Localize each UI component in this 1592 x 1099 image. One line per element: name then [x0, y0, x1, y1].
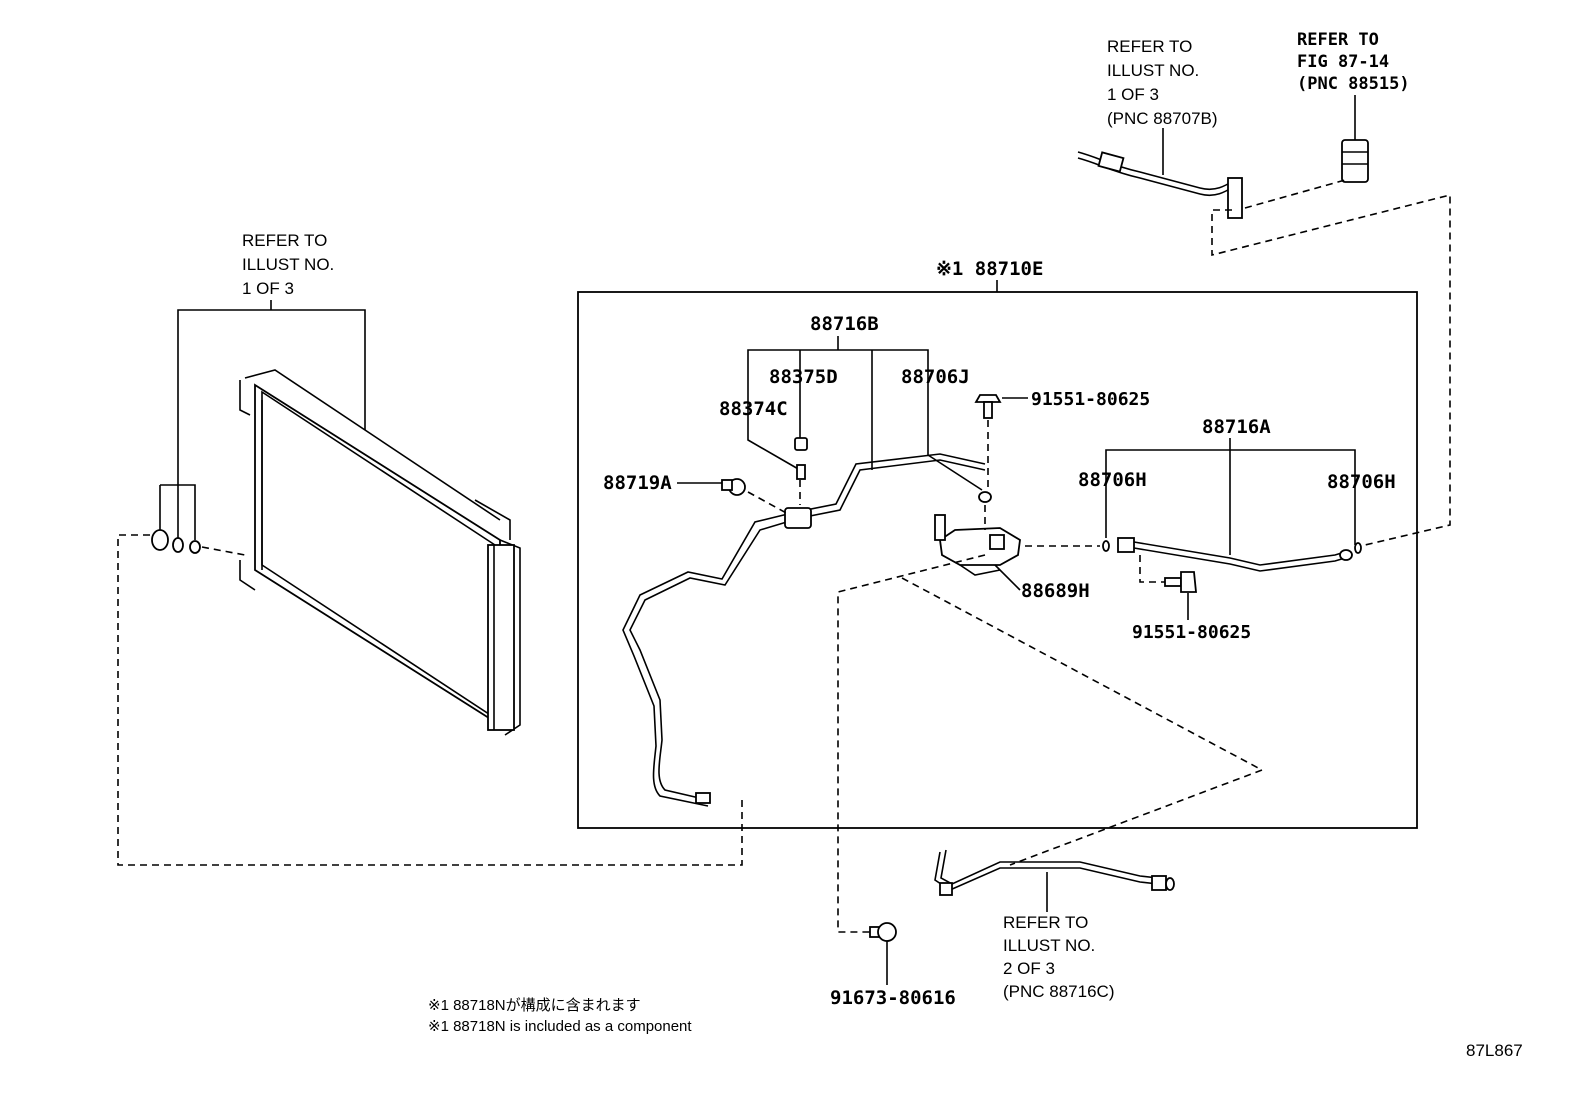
- label-91673: 91673-80616: [830, 987, 956, 1009]
- note-japanese: ※1 88718Nが構成に含まれます: [428, 997, 641, 1014]
- svg-text:(PNC 88716C): (PNC 88716C): [1003, 982, 1115, 1001]
- svg-text:ILLUST NO.: ILLUST NO.: [1107, 61, 1199, 80]
- label-91551-top: 91551-80625: [1031, 389, 1150, 410]
- label-88374C: 88374C: [719, 398, 788, 420]
- svg-text:REFER TO: REFER TO: [1003, 913, 1088, 932]
- label-88706J: 88706J: [901, 366, 970, 388]
- svg-text:FIG 87-14: FIG 87-14: [1297, 52, 1389, 72]
- label-88719A: 88719A: [603, 472, 672, 494]
- pipe-88716B: [622, 453, 986, 807]
- top-fig-part: [1341, 95, 1369, 183]
- bracket-88689H: [934, 514, 1021, 576]
- svg-text:ILLUST NO.: ILLUST NO.: [1003, 936, 1095, 955]
- svg-text:REFER TO: REFER TO: [1107, 37, 1192, 56]
- condenser-fittings: [151, 529, 201, 554]
- pipe-88716A: [1102, 537, 1362, 572]
- label-assembly: ※1 88710E: [936, 258, 1043, 280]
- ref-top-fig: REFER TO FIG 87-14 (PNC 88515): [1297, 30, 1410, 94]
- bolt-88719A: [721, 478, 746, 496]
- label-88706H-right: 88706H: [1327, 471, 1396, 493]
- ref-bottom-pipe: REFER TO ILLUST NO. 2 OF 3 (PNC 88716C): [1003, 913, 1115, 1001]
- svg-text:REFER TO: REFER TO: [242, 231, 327, 250]
- svg-text:(PNC 88707B): (PNC 88707B): [1107, 109, 1218, 128]
- ref-condenser: REFER TO ILLUST NO. 1 OF 3: [242, 231, 334, 298]
- bottom-pipe-part: [934, 849, 1175, 896]
- bolt-91673: [869, 922, 897, 942]
- label-88689H: 88689H: [1021, 580, 1090, 602]
- svg-text:2 OF 3: 2 OF 3: [1003, 959, 1055, 978]
- condenser-part: [239, 369, 521, 736]
- bolt-91551-top: [974, 394, 1002, 419]
- top-hose-part: [1077, 128, 1243, 219]
- svg-text:1 OF 3: 1 OF 3: [242, 279, 294, 298]
- note-english: ※1 88718N is included as a component: [428, 1018, 692, 1035]
- svg-text:REFER TO: REFER TO: [1297, 30, 1379, 50]
- label-88375D: 88375D: [769, 366, 838, 388]
- label-88716B: 88716B: [810, 313, 879, 335]
- label-91551-bottom: 91551-80625: [1132, 622, 1251, 643]
- figure-code: 87L867: [1466, 1041, 1523, 1060]
- bolt-91551-bottom: [1164, 571, 1197, 593]
- ref-top-hose: REFER TO ILLUST NO. 1 OF 3 (PNC 88707B): [1107, 37, 1218, 128]
- label-88716A: 88716A: [1202, 416, 1271, 438]
- svg-text:ILLUST NO.: ILLUST NO.: [242, 255, 334, 274]
- label-88706H-left: 88706H: [1078, 469, 1147, 491]
- svg-text:1 OF 3: 1 OF 3: [1107, 85, 1159, 104]
- svg-text:(PNC 88515): (PNC 88515): [1297, 74, 1410, 94]
